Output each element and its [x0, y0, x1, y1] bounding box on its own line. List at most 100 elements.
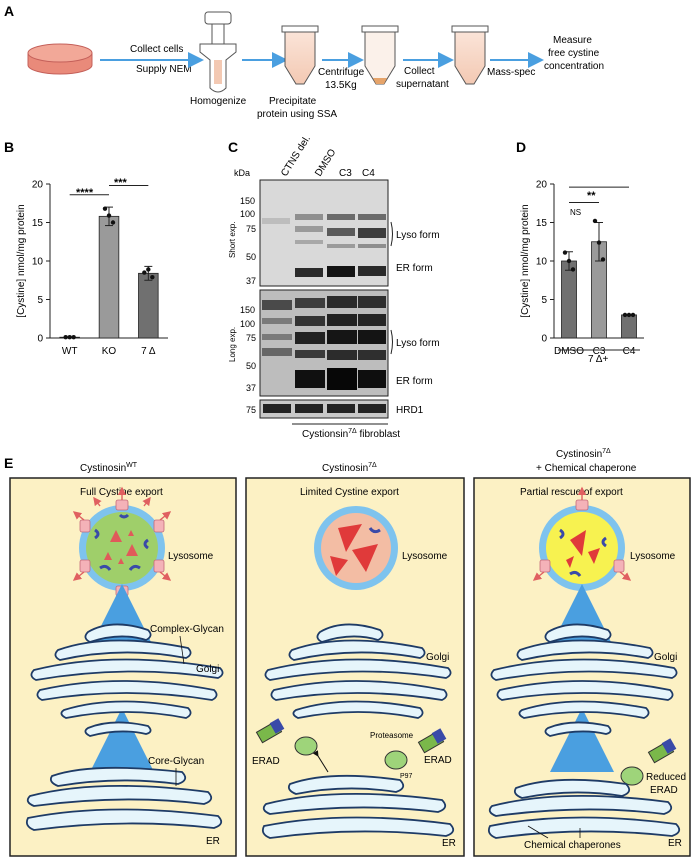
b-bar [98, 215, 120, 339]
e-header-1: CystinosinWT [80, 462, 138, 474]
sig-d: ** [587, 190, 596, 202]
step-precipitate-1: Precipitate [269, 96, 317, 107]
mw-top-50: 50 [246, 252, 256, 262]
d-ytick-label: 5 [541, 295, 547, 306]
step-supply-nem: Supply NEM [136, 64, 192, 75]
lane-label-1: CTNS del. [279, 134, 313, 179]
step-precipitate-2: protein using SSA [257, 109, 337, 120]
e-box-wt: Full Cystine export [9, 477, 237, 857]
d-data-point [566, 258, 572, 264]
d-xtick-label: C4 [623, 346, 636, 357]
b-data-point [142, 270, 147, 275]
mw-top-37: 37 [246, 276, 256, 286]
e2-er: ER [442, 838, 456, 849]
panel-c: C kDa CTNS del. DMSO C3 C4 150 100 75 50… [228, 134, 440, 440]
d-xtick-label: C3 [593, 346, 606, 357]
c-kda-label: kDa [234, 168, 250, 178]
e3-reduced: Reduced [646, 772, 686, 783]
panel-letter-b: B [4, 139, 14, 155]
step-measure-1: Measure [553, 35, 592, 46]
b-xtick-label: WT [62, 346, 78, 357]
e1-complex-glycan: Complex-Glycan [150, 624, 224, 635]
d-data-point [562, 250, 568, 255]
e2-erad-right: ERAD [424, 755, 452, 766]
lyso-form-bottom: Lyso form [396, 338, 440, 349]
step-centrifuge-2: 13.5Kg [325, 80, 357, 91]
e-header-3: Cystinosin7Δ [556, 448, 611, 460]
d-ytick-label: 15 [536, 218, 548, 229]
e3-lysosome: Lysosome [630, 551, 676, 562]
e-box-chaperone: Partial rescue of export Lysosome [473, 477, 691, 857]
d-ylabel: [Cystine] nmol/mg protein [520, 204, 531, 317]
sig-b-1: **** [76, 187, 94, 199]
lane-label-4: C4 [362, 168, 375, 179]
er-form-bottom: ER form [396, 376, 433, 387]
tube-precipitate-icon [281, 25, 319, 85]
e2-lysosome: Lysosome [402, 551, 448, 562]
d-xtick-label: DMSO [554, 346, 584, 357]
d-group-label: 7 Δ+ [588, 354, 608, 365]
e1-golgi: Golgi [196, 664, 219, 675]
c-footer: Cystionsin7Δ fibroblast [302, 428, 400, 440]
e2-erad-left: ERAD [252, 756, 280, 767]
mw-top-150: 150 [240, 196, 255, 206]
b-data-point [150, 274, 155, 280]
panel-letter-c: C [228, 139, 238, 155]
b-ytick-label: 0 [37, 334, 43, 345]
d-data-point [596, 240, 602, 245]
b-ytick-label: 10 [32, 257, 44, 268]
e1-er: ER [206, 836, 220, 847]
e3-erad: ERAD [650, 785, 678, 796]
lyso-form-top: Lyso form [396, 230, 440, 241]
step-measure-2: free cystine [548, 48, 600, 59]
tube-pellet-icon [361, 25, 399, 85]
er-form-top: ER form [396, 263, 433, 274]
e1-lysosome: Lysosome [168, 551, 214, 562]
step-collect-cells: Collect cells [130, 44, 183, 55]
petri-dish-icon [27, 43, 93, 75]
e2-proteasome: Proteasome [370, 731, 414, 740]
blot-long-exposure [259, 289, 389, 397]
b-bar [138, 272, 159, 339]
proteasome-icon-box3 [647, 738, 677, 764]
lane-label-3: C3 [339, 168, 352, 179]
panel-a: A Collect cells Supply NEM Homogenize Pr… [4, 3, 604, 120]
d-data-point [622, 312, 628, 318]
d-ytick-label: 20 [536, 180, 548, 191]
mw-hrd1-75: 75 [246, 405, 256, 415]
sig-d-ns: NS [570, 208, 581, 217]
panel-e: E CystinosinWT Cystinosin7Δ Cystinosin7Δ… [4, 448, 691, 857]
b-ytick-label: 5 [37, 295, 43, 306]
blot-short-exposure [259, 179, 389, 287]
e3-export: Partial rescue of export [520, 487, 623, 498]
lyso-bracket-bottom [390, 329, 393, 355]
tube-supernatant-icon [451, 25, 489, 85]
step-measure-3: concentration [544, 61, 604, 72]
step-collect-2: supernatant [396, 79, 449, 90]
d-ytick-label: 0 [541, 334, 547, 345]
mw-bot-150: 150 [240, 305, 255, 315]
proteasome-icon-right [417, 728, 447, 754]
e-header-2: Cystinosin7Δ [322, 462, 377, 474]
mw-top-100: 100 [240, 209, 255, 219]
b-data-point [102, 206, 108, 211]
d-data-point [570, 267, 576, 272]
e2-p97: P97 [400, 773, 413, 780]
e1-core-glycan: Core-Glycan [148, 756, 204, 767]
step-mass-spec: Mass-spec [487, 67, 535, 78]
e3-golgi: Golgi [654, 652, 677, 663]
mw-bot-50: 50 [246, 361, 256, 371]
b-xtick-label: KO [102, 346, 117, 357]
panel-letter-a: A [4, 3, 14, 19]
b-data-point [63, 335, 68, 340]
b-ylabel: [Cystine] nmol/mg protein [16, 204, 27, 317]
lyso-bracket-top [390, 221, 393, 247]
d-data-point [592, 218, 598, 224]
b-data-point [67, 335, 72, 340]
b-data-point [146, 267, 151, 272]
panel-letter-d: D [516, 139, 526, 155]
